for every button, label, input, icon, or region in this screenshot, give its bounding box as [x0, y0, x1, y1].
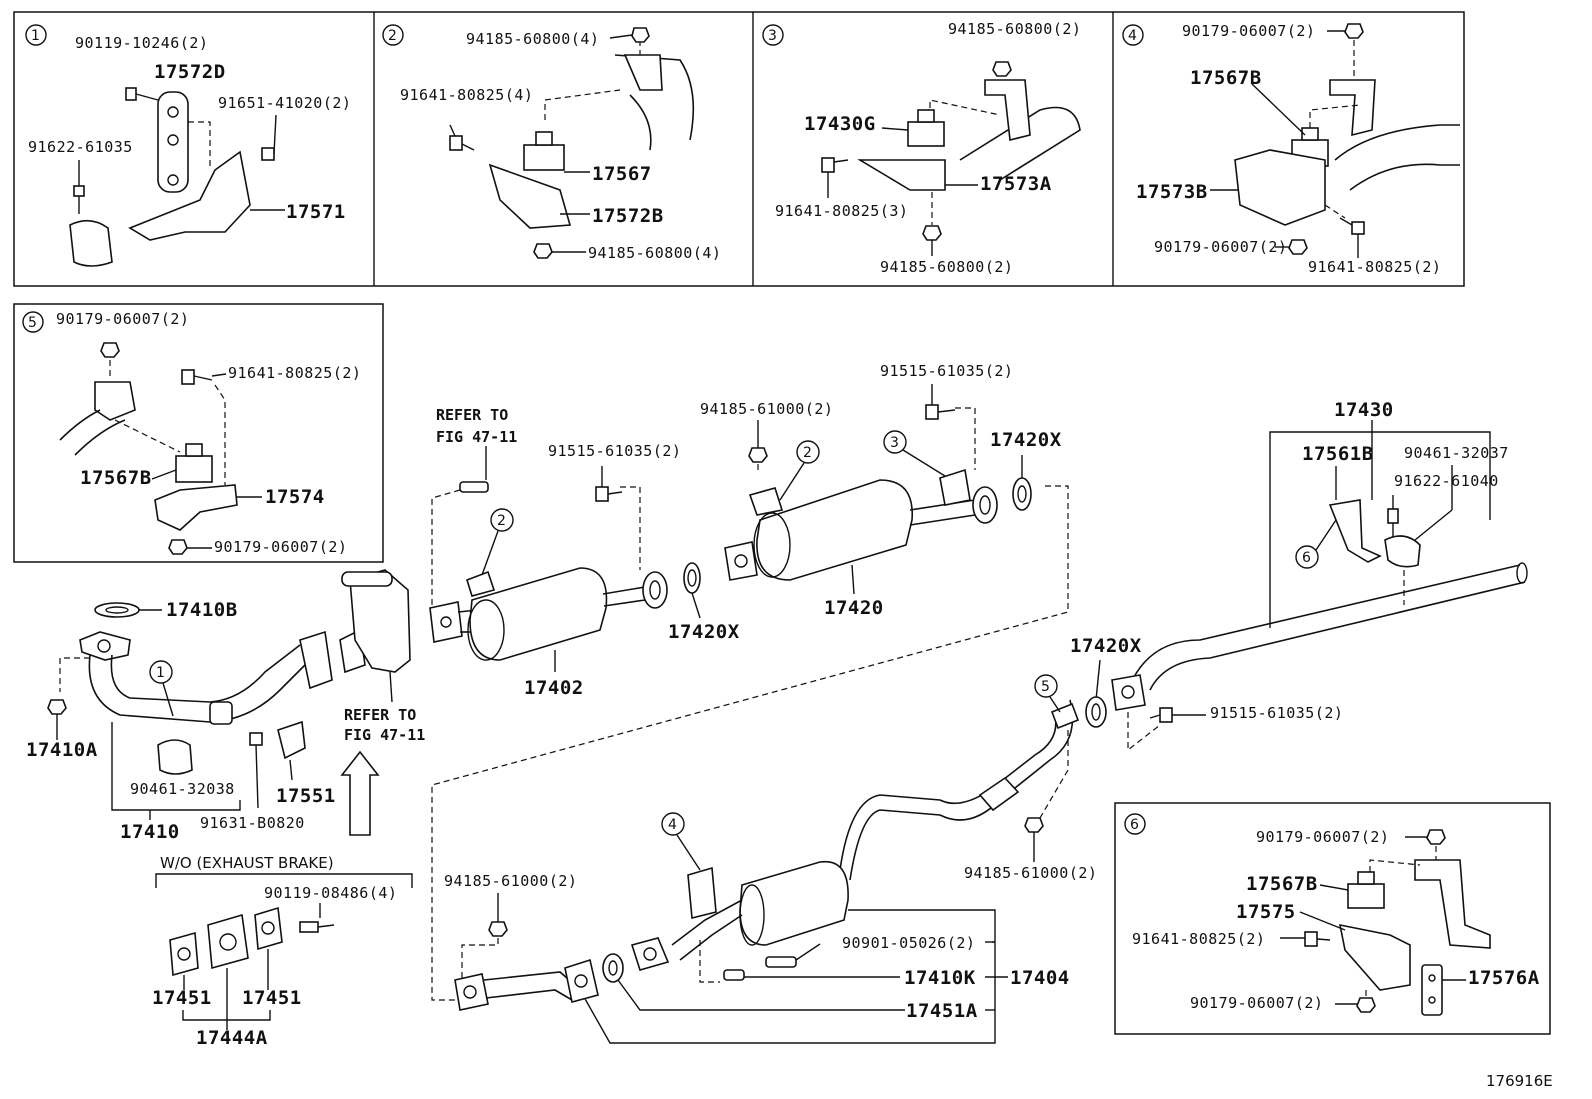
panel-number: 5 [28, 315, 37, 331]
part-label: 17451 [242, 987, 302, 1009]
detail-panel-1: 1 90119-10246(2) 17572D 91651-41020(2) 9… [25, 24, 351, 267]
part-label: 17567B [1190, 67, 1262, 89]
part-label: 91515-61035(2) [880, 362, 1013, 380]
flange [79, 631, 131, 661]
part-label: 17572B [592, 205, 664, 227]
reference-text: FIG 47-11 [436, 428, 517, 446]
part-label: 17420X [1070, 635, 1142, 657]
part-label: 91515-61035(2) [1210, 704, 1343, 722]
reference-text: FIG 47-11 [344, 726, 425, 744]
callout-4: 4 [668, 817, 677, 833]
top-panels-frame [13, 11, 1465, 287]
part-label: 17575 [1236, 901, 1296, 923]
part-label: 17572D [154, 61, 226, 83]
part-label: 90901-05026(2) [842, 934, 975, 952]
part-label: 17551 [276, 785, 336, 807]
part-label: 90179-06007(2) [1190, 994, 1323, 1012]
detail-panel-2: 2 94185-60800(4) 91641-80825(4) 17567 17… [382, 24, 721, 262]
callout-2: 2 [497, 513, 506, 529]
part-label: 17561B [1302, 443, 1374, 465]
part-label: 94185-60800(2) [880, 258, 1013, 276]
part-label: 17420X [990, 429, 1062, 451]
part-label: 17404 [1010, 967, 1070, 989]
callout-1: 1 [156, 665, 165, 681]
part-label: 90179-06007(2) [1182, 22, 1315, 40]
part-label: 94185-61000(2) [444, 872, 577, 890]
part-label: 17410B [166, 599, 238, 621]
part-label: 90179-06007(2) [214, 538, 347, 556]
part-label: 90179-06007(2) [56, 310, 189, 328]
clamp-90461-32038 [157, 739, 193, 775]
callout-5: 5 [1041, 679, 1050, 695]
main-exhaust-assembly: 17410B 17410A 1 90461-32038 17410 91631-… [26, 362, 1553, 1090]
part-label: 17571 [286, 201, 346, 223]
part-label: 17567B [1246, 873, 1318, 895]
arrow-up-icon [340, 750, 380, 836]
part-label: 17576A [1468, 967, 1540, 989]
part-label: 91651-41020(2) [218, 94, 351, 112]
part-label: 17444A [196, 1027, 268, 1049]
part-label: 90119-08486(4) [264, 884, 397, 902]
gasket-17410B [94, 602, 140, 618]
part-label: 94185-60800(4) [466, 30, 599, 48]
part-label: 91641-80825(4) [400, 86, 533, 104]
panel-number: 3 [768, 28, 777, 44]
part-label: 17573B [1136, 181, 1208, 203]
part-label: 94185-60800(4) [588, 244, 721, 262]
part-label: 17451 [152, 987, 212, 1009]
panel-number: 2 [388, 28, 397, 44]
part-label: 17402 [524, 677, 584, 699]
detail-panel-6: 6 90179-06007(2) 17567B 17575 91641-8082… [1114, 802, 1551, 1035]
reference-text: REFER TO [344, 706, 416, 724]
part-label: 91641-80825(3) [775, 202, 908, 220]
part-label: 17420 [824, 597, 884, 619]
part-label: 17410K [904, 967, 976, 989]
part-label: 17430 [1334, 399, 1394, 421]
reference-text: REFER TO [436, 406, 508, 424]
part-label: 94185-61000(2) [964, 864, 1097, 882]
part-label: 91641-80825(2) [228, 364, 361, 382]
part-label: 90179-06007(2) [1154, 238, 1287, 256]
part-label: 17567B [80, 467, 152, 489]
callout-2b: 2 [803, 445, 812, 461]
part-label: 94185-61000(2) [700, 400, 833, 418]
figure-id: 176916E [1486, 1072, 1553, 1090]
part-label: 17430G [804, 113, 876, 135]
callout-6: 6 [1302, 550, 1311, 566]
part-label: 17574 [265, 486, 325, 508]
part-label: 90461-32038 [130, 780, 235, 798]
part-label: 91622-61035 [28, 138, 133, 156]
part-label: 17410A [26, 739, 98, 761]
part-label: 17567 [592, 163, 652, 185]
part-label: 90461-32037 [1404, 444, 1509, 462]
part-label: 90119-10246(2) [75, 34, 208, 52]
part-label: 91641-80825(2) [1132, 930, 1265, 948]
detail-panel-3: 3 94185-60800(2) 17430G 17573A 91641-808… [762, 20, 1081, 276]
part-label: 17451A [906, 1000, 978, 1022]
detail-panel-4: 4 90179-06007(2) 17567B 17573B 90179-060… [1122, 22, 1460, 276]
panel-number: 6 [1130, 817, 1139, 833]
panel-number: 4 [1128, 28, 1137, 44]
variant-note: W/O (EXHAUST BRAKE) [160, 854, 334, 872]
part-label: 90179-06007(2) [1256, 828, 1389, 846]
part-label: 91622-61040 [1394, 472, 1499, 490]
part-label: 17420X [668, 621, 740, 643]
part-label: 17573A [980, 173, 1052, 195]
part-label: 91641-80825(2) [1308, 258, 1441, 276]
detail-panel-5: 5 90179-06007(2) 91641-80825(2) 17567B 1… [13, 303, 384, 563]
part-label: 17410 [120, 821, 180, 843]
part-label: 91515-61035(2) [548, 442, 681, 460]
part-label: 94185-60800(2) [948, 20, 1081, 38]
callout-3: 3 [890, 435, 899, 451]
part-label: 91631-B0820 [200, 814, 305, 832]
panel-number: 1 [31, 28, 40, 44]
